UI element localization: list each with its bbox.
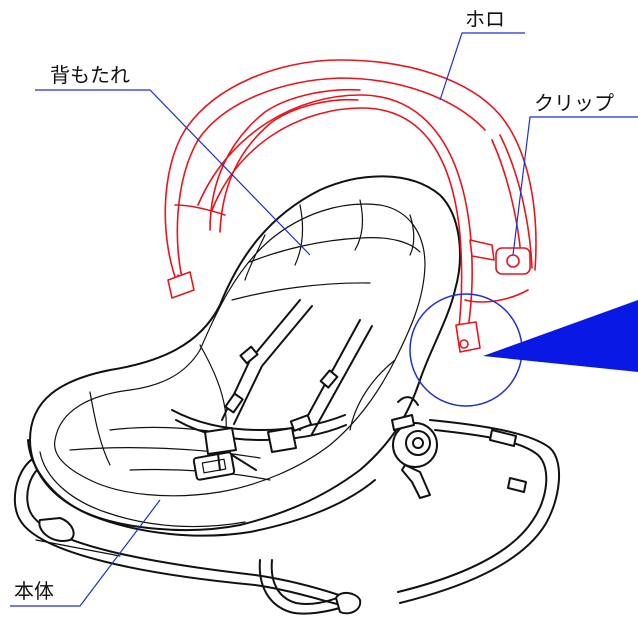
body-label: 本体 (14, 579, 54, 603)
clip-label: クリップ (534, 91, 614, 115)
hood-label: ホロ (465, 7, 505, 31)
recline-knob (391, 396, 438, 499)
backrest-label: 背もたれ (50, 63, 130, 87)
callout-detail (409, 293, 638, 407)
hood-canopy (164, 59, 537, 353)
leader-lines (10, 32, 638, 607)
base-frame (13, 419, 561, 615)
seat-body (27, 175, 461, 537)
